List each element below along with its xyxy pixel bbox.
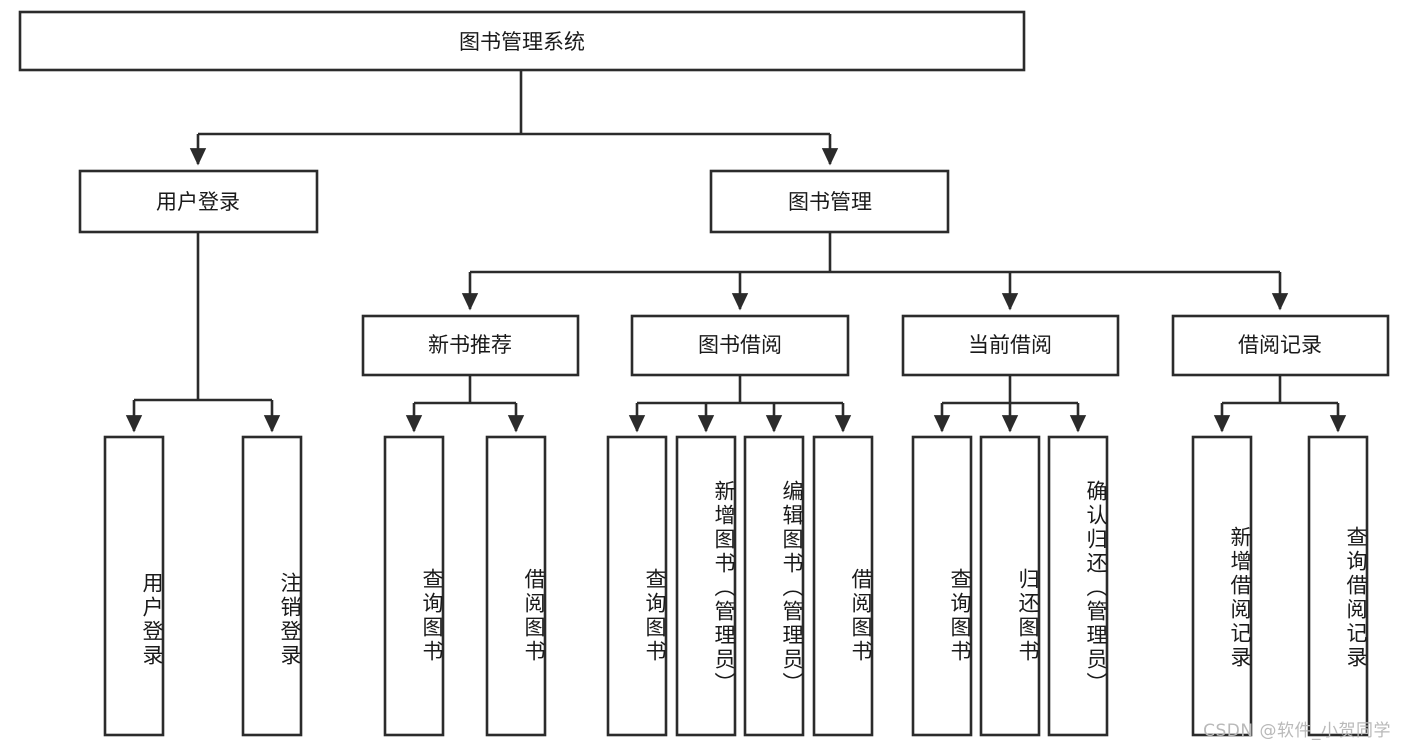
connector-borrow-record-to-leaves xyxy=(1213,375,1347,433)
node-user-login-label: 用户登录 xyxy=(156,190,240,214)
leaf-box-borrow-book[interactable] xyxy=(812,435,874,737)
node-root-box[interactable] xyxy=(18,10,1026,72)
leaf-box-add-borrow-record[interactable] xyxy=(1191,435,1253,737)
leaf-box-query-book-rec[interactable] xyxy=(383,435,445,737)
node-new-book-recommend-box[interactable] xyxy=(361,314,580,377)
node-book-management-label: 图书管理 xyxy=(788,190,872,214)
leaf-box-query-borrow-record[interactable] xyxy=(1307,435,1369,737)
node-root-label: 图书管理系统 xyxy=(459,30,585,54)
connector-root-to-level2 xyxy=(189,70,839,166)
node-new-book-recommend-label: 新书推荐 xyxy=(428,333,512,357)
leaf-box-add-book-admin[interactable] xyxy=(675,435,737,737)
node-book-borrow-label: 图书借阅 xyxy=(698,333,782,357)
leaf-box-user-login[interactable] xyxy=(103,435,165,737)
node-borrow-record-box[interactable] xyxy=(1171,314,1390,377)
leaf-box-borrow-book-rec[interactable] xyxy=(485,435,547,737)
node-book-management-box[interactable] xyxy=(709,169,950,234)
leaf-box-query-book-borrow[interactable] xyxy=(606,435,668,737)
connector-new-book-rec-to-leaves xyxy=(405,375,525,433)
node-book-borrow-box[interactable] xyxy=(630,314,850,377)
leaf-box-confirm-return-admin[interactable] xyxy=(1047,435,1109,737)
node-borrow-record-label: 借阅记录 xyxy=(1238,333,1322,357)
connector-user-login-to-leaves xyxy=(125,232,281,433)
csdn-watermark: CSDN @软件_小贺同学 xyxy=(1203,721,1391,741)
leaf-box-return-book[interactable] xyxy=(979,435,1041,737)
node-current-borrow-box[interactable] xyxy=(901,314,1120,377)
leaf-box-edit-book-admin[interactable] xyxy=(743,435,805,737)
node-current-borrow-label: 当前借阅 xyxy=(968,333,1052,357)
leaf-box-query-book-current[interactable] xyxy=(911,435,973,737)
node-user-login-box[interactable] xyxy=(78,169,319,234)
connector-book-borrow-to-leaves xyxy=(628,375,852,433)
connector-current-borrow-to-leaves xyxy=(933,375,1087,433)
connector-book-mgmt-to-level3 xyxy=(461,232,1289,311)
leaf-box-logout[interactable] xyxy=(241,435,303,737)
